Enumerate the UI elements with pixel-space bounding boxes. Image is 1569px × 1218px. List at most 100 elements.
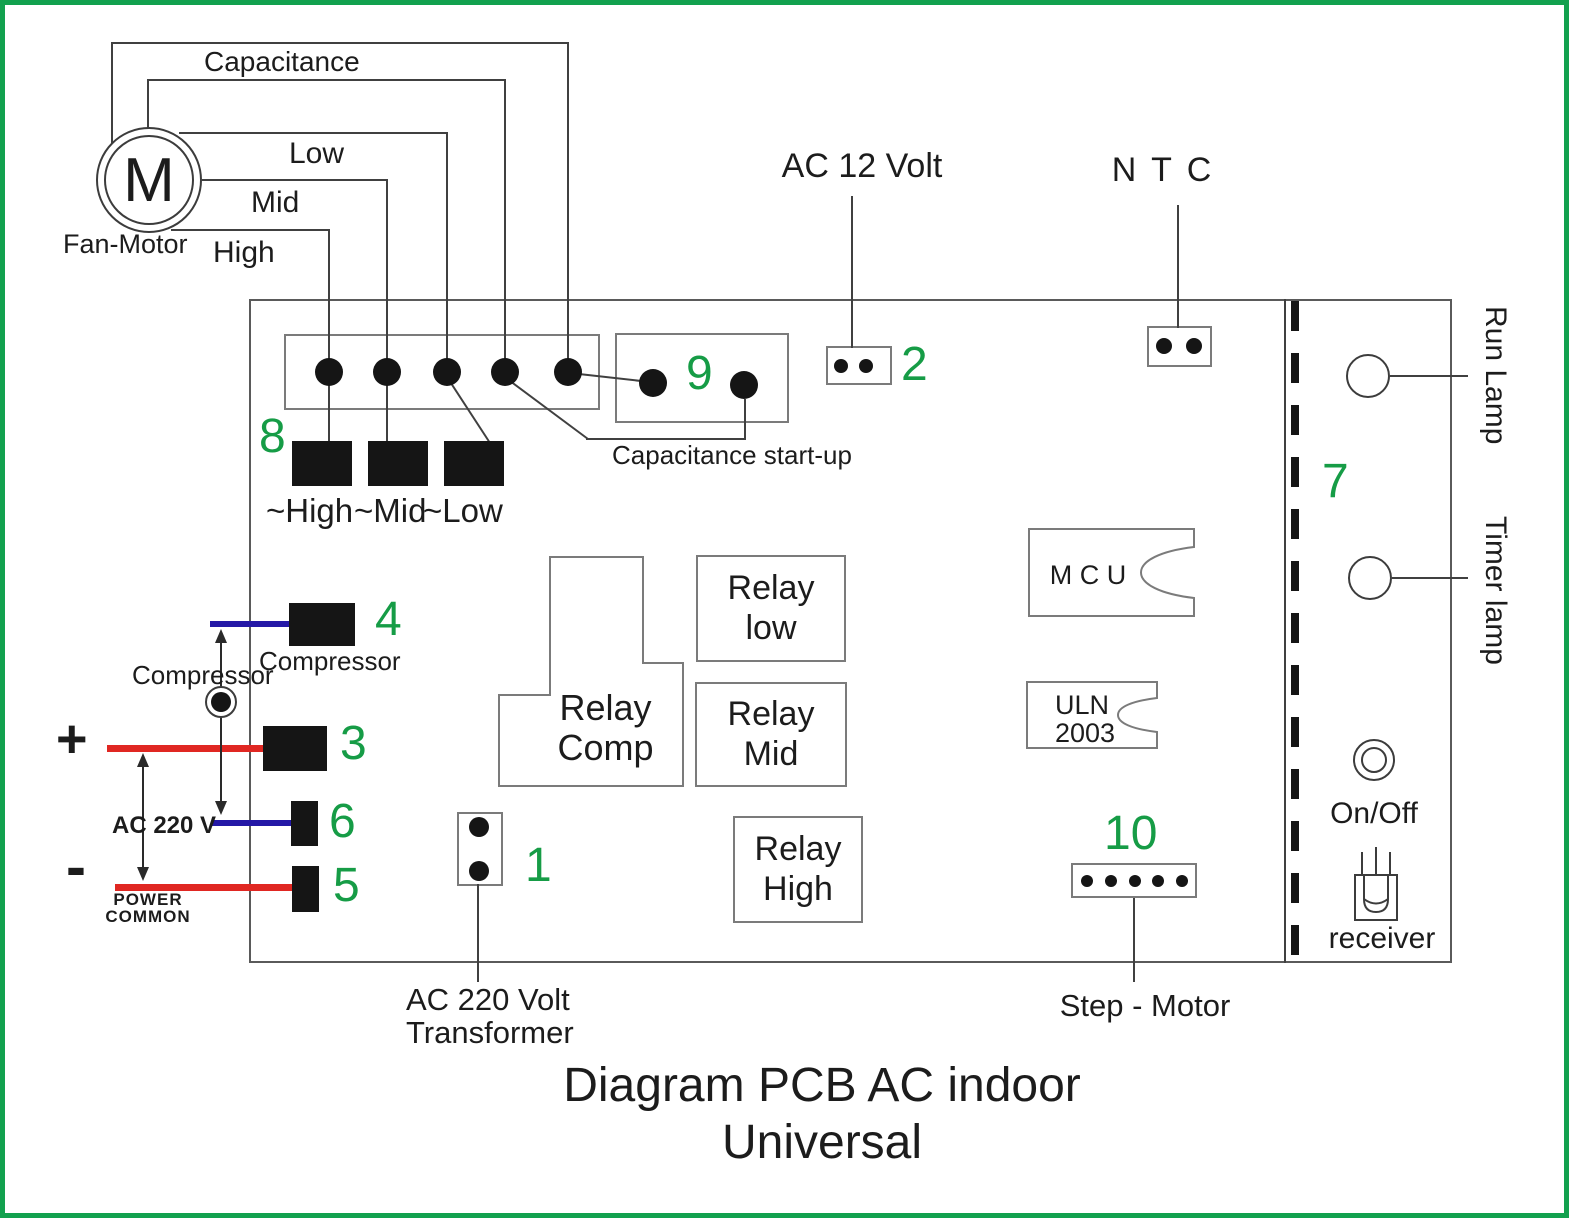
cap-startup-pin-lead (744, 399, 746, 440)
fan-header-pin-high (315, 358, 343, 386)
ir-receiver-icon (1354, 847, 1398, 921)
number-1: 1 (525, 839, 552, 892)
neutral-terminal-block (291, 801, 318, 846)
compressor-span-arrow (215, 629, 227, 815)
diagram-title-line1: Diagram PCB AC indoor (563, 1059, 1081, 1112)
common-wire-horizontal (147, 79, 506, 81)
common-wire-drop (504, 79, 506, 374)
fan-header-pin-low (433, 358, 461, 386)
ac12-pin-right (859, 359, 873, 373)
compressor-out-label: Compressor (259, 646, 401, 676)
relay-high-box (733, 816, 863, 923)
capacitance-pin-diagonal-wire (569, 372, 651, 383)
transformer-label-line1: AC 220 Volt (406, 982, 570, 1017)
uln-chip-line2: 2003 (1055, 718, 1116, 749)
minus-sign: - (66, 833, 86, 900)
compressor-terminal-label: Compressor (132, 660, 274, 690)
number-8: 8 (259, 410, 286, 463)
step-motor-pin-2 (1105, 875, 1117, 887)
relay-mid-line2: Mid (743, 734, 799, 773)
compressor-terminal-ring (205, 686, 237, 718)
uln-chip-outline (1026, 681, 1158, 749)
fan-header-connector-box (284, 334, 600, 410)
number-6: 6 (329, 795, 356, 848)
front-panel-dashed-line (1291, 301, 1299, 961)
receiver-label: receiver (1328, 922, 1436, 955)
high-wire-label: High (213, 236, 275, 269)
mid-wire-label: Mid (251, 186, 300, 219)
transformer-lead (477, 884, 479, 982)
low-tap-diagonal-wire (446, 376, 491, 444)
ntc-connector-box (1147, 326, 1212, 367)
ntc-label: N T C (1111, 151, 1215, 189)
neutral-blue-wire (212, 820, 291, 826)
live-red-wire (107, 745, 263, 752)
on-off-button-inner-ring (1361, 747, 1387, 773)
fan-motor-inner-circle: M (104, 135, 194, 225)
capacitance-wire-horizontal (111, 42, 569, 44)
ac12-pin-left (834, 359, 848, 373)
run-lamp (1346, 354, 1390, 398)
transformer-label: AC 220 Volt Transformer (406, 983, 574, 1050)
capacitance-wire-label: Capacitance (204, 46, 360, 77)
high-wire-drop (328, 229, 330, 374)
cap-startup-pin-left (639, 369, 667, 397)
number-4: 4 (375, 593, 402, 646)
mid-wire-drop (386, 179, 388, 374)
power-common-line1: POWER (113, 890, 183, 909)
step-motor-label: Step - Motor (1059, 988, 1231, 1023)
capacitance-wire-riser (111, 42, 113, 145)
ntc-pin-right (1186, 338, 1202, 354)
cap-startup-label: Capacitance start-up (612, 440, 852, 470)
mid-wire-horizontal (202, 179, 388, 181)
compressor-terminal-block (289, 603, 355, 646)
relay-high-line2: High (763, 869, 833, 908)
number-2: 2 (901, 338, 928, 391)
ac220-span-arrow (137, 753, 149, 881)
timer-lamp (1348, 556, 1392, 600)
capacitance-wire-drop (567, 42, 569, 374)
plus-sign: + (56, 709, 88, 769)
compressor-blue-wire (210, 621, 289, 627)
tap-label-mid: ~Mid (354, 492, 427, 529)
number-3: 3 (340, 717, 367, 770)
relay-comp-line2: Comp (557, 726, 654, 768)
fan-header-pin-capacitance (554, 358, 582, 386)
run-lamp-label: Run Lamp (1479, 306, 1512, 445)
common-terminal-block (292, 866, 319, 912)
transformer-pin-bottom (469, 861, 489, 881)
uln-chip-label: ULN 2003 (1055, 691, 1115, 748)
power-common-line2: COMMON (105, 907, 191, 926)
on-off-label: On/Off (1330, 797, 1418, 830)
uln-chip-line1: ULN (1055, 690, 1110, 720)
tap-high-lead (328, 384, 330, 443)
relay-mid-label: Relay Mid (695, 682, 847, 787)
relay-mid-line1: Relay (727, 695, 815, 734)
live-terminal-block (263, 726, 327, 771)
pcb-board-outline (249, 299, 1452, 963)
relay-comp-outline (498, 556, 684, 787)
low-wire-drop (446, 132, 448, 374)
cap-startup-horizontal-wire (586, 438, 746, 440)
mcu-chip-label: M C U (1049, 560, 1127, 590)
relay-comp-label: Relay Comp (508, 688, 703, 767)
fan-motor-label: Fan-Motor (63, 229, 188, 259)
step-motor-connector-box (1071, 863, 1197, 898)
step-motor-pin-1 (1081, 875, 1093, 887)
relay-low-box (696, 555, 846, 662)
ac12-lead (851, 196, 853, 348)
front-panel-divider-line (1284, 299, 1286, 963)
transformer-connector-box (457, 812, 503, 886)
ac12-label: AC 12 Volt (781, 147, 943, 185)
run-lamp-pointer-line (1390, 375, 1468, 377)
number-10: 10 (1104, 807, 1158, 860)
step-motor-pin-3 (1129, 875, 1141, 887)
relay-low-label: Relay low (696, 555, 846, 662)
step-motor-pin-5 (1176, 875, 1188, 887)
relay-low-line1: Relay (727, 569, 815, 608)
relay-high-line1: Relay (754, 830, 842, 869)
compressor-terminal-dot (211, 692, 231, 712)
common-wire-riser (147, 79, 149, 131)
fan-header-pin-mid (373, 358, 401, 386)
